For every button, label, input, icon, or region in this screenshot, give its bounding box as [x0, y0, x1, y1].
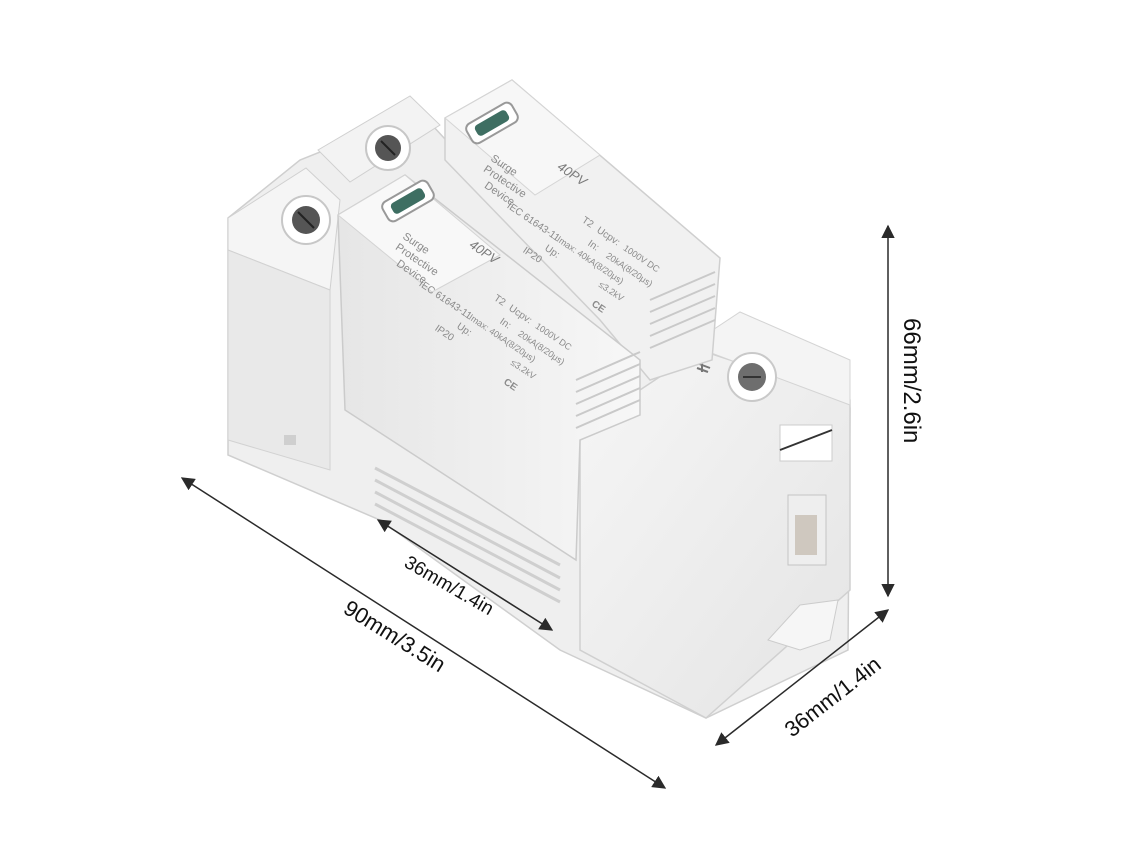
svg-text:In:: In:	[585, 238, 600, 253]
cooling-ribs	[575, 351, 641, 429]
dimension-line-module-width	[376, 519, 554, 631]
dimension-label-length: 90mm/3.5in	[339, 595, 450, 677]
base-slot	[284, 435, 296, 445]
cooling-ribs	[649, 271, 716, 349]
indicator-window	[474, 110, 510, 136]
plugin-module-front: Surge Protective Device 40PV IEC 61643-1…	[337, 174, 641, 562]
top-terminals	[281, 125, 411, 245]
plugin-module-rear: Surge Protective Device 40PV IEC 61643-1…	[444, 79, 721, 381]
dimension-line-depth	[714, 609, 890, 746]
dimension-label-height: 66mm/2.6in	[898, 318, 925, 443]
indicator-window	[390, 188, 426, 214]
svg-text:In:: In:	[497, 316, 512, 331]
earth-wire-slot	[779, 424, 833, 462]
dimension-line-length	[180, 477, 667, 789]
dimension-lines	[180, 224, 895, 789]
